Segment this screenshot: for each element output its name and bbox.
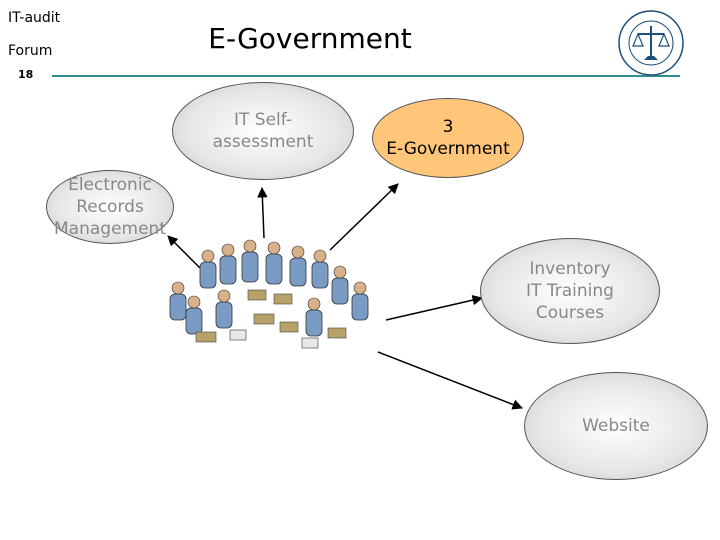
node-inventory-it-training-courses: Inventory IT Training Courses	[480, 238, 660, 344]
arrow-to-inventory-training	[385, 294, 484, 321]
node-website: Website	[524, 372, 708, 480]
audit-office-seal-icon	[618, 10, 684, 76]
node-label-line: Records	[76, 197, 144, 217]
arrow-to-electronic-records	[167, 235, 201, 269]
node-label-line: Management	[54, 219, 166, 239]
node-label-line: IT Training	[526, 281, 614, 301]
node-label-line: Electronic	[68, 175, 152, 195]
node-label-line: Courses	[535, 303, 605, 323]
node-label-line: Website	[582, 416, 650, 436]
arrow-to-e-government	[329, 183, 399, 251]
org-name-line2: Forum	[8, 43, 53, 59]
slide-title: E-Government	[208, 22, 412, 55]
page-number: 18	[18, 68, 34, 81]
node-e-government: 3 E-Government	[372, 98, 524, 178]
node-label-line: assessment	[212, 132, 314, 152]
node-label-line: Inventory	[529, 259, 611, 279]
team-meeting-clipart-icon	[169, 239, 369, 349]
node-number: 3	[442, 117, 454, 137]
node-electronic-records-management: Electronic Records Management	[46, 170, 174, 244]
node-it-self-assessment: IT Self- assessment	[172, 82, 354, 180]
arrow-to-it-self-assessment	[257, 186, 268, 239]
arrow-to-website	[377, 351, 523, 410]
org-name-line1: IT-audit	[8, 10, 61, 26]
node-label-line: E-Government	[386, 139, 510, 159]
header-rule	[52, 75, 680, 77]
node-label-line: IT Self-	[234, 110, 292, 130]
